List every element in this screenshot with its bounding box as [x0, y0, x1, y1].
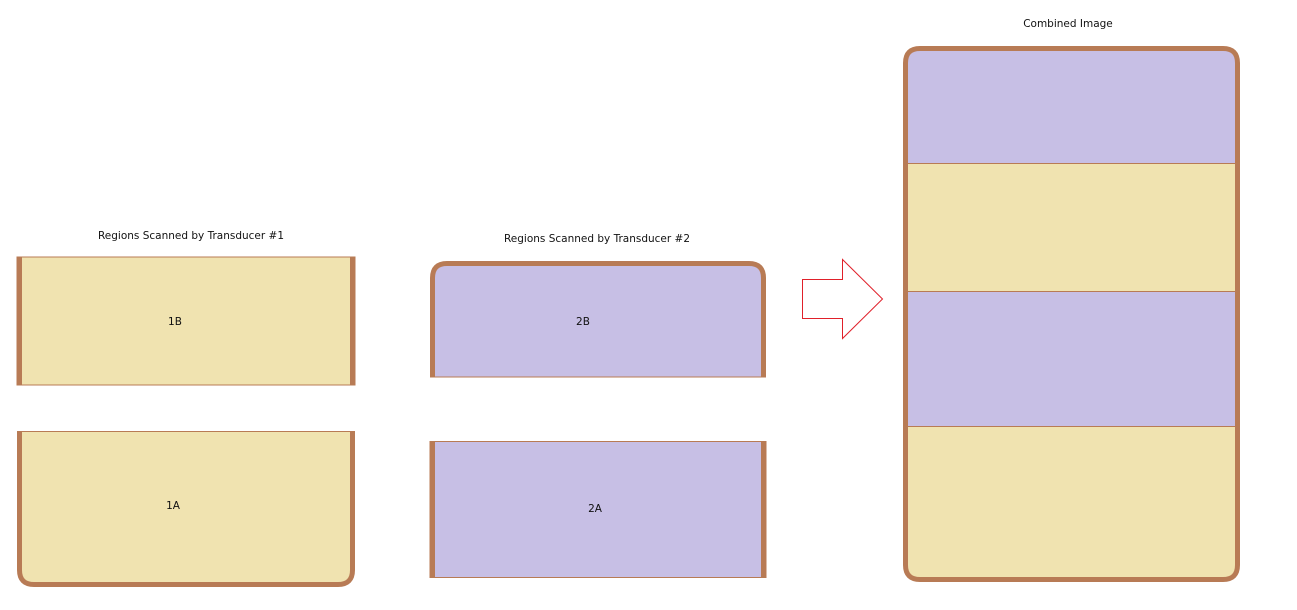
region-1a: 1A [17, 431, 355, 587]
region-2b: 2B [430, 261, 766, 378]
region-1a-label: 1A [166, 500, 181, 512]
arrow-right-icon [802, 258, 884, 340]
region-1b: 1B [16, 256, 356, 386]
region-2a: 2A [429, 441, 767, 578]
combined-title: Combined Image [1023, 18, 1113, 30]
combined-band-1a [905, 426, 1238, 580]
region-2b-label: 2B [576, 316, 590, 328]
region-2a-label: 2A [588, 503, 603, 515]
transducer1-title: Regions Scanned by Transducer #1 [98, 230, 284, 242]
combined-band-2b [905, 48, 1238, 163]
region-1b-label: 1B [168, 316, 182, 328]
transducer2-title: Regions Scanned by Transducer #2 [504, 233, 690, 245]
combined-image [903, 46, 1240, 582]
combined-band-2a [905, 291, 1238, 426]
combined-band-1b [905, 163, 1238, 291]
